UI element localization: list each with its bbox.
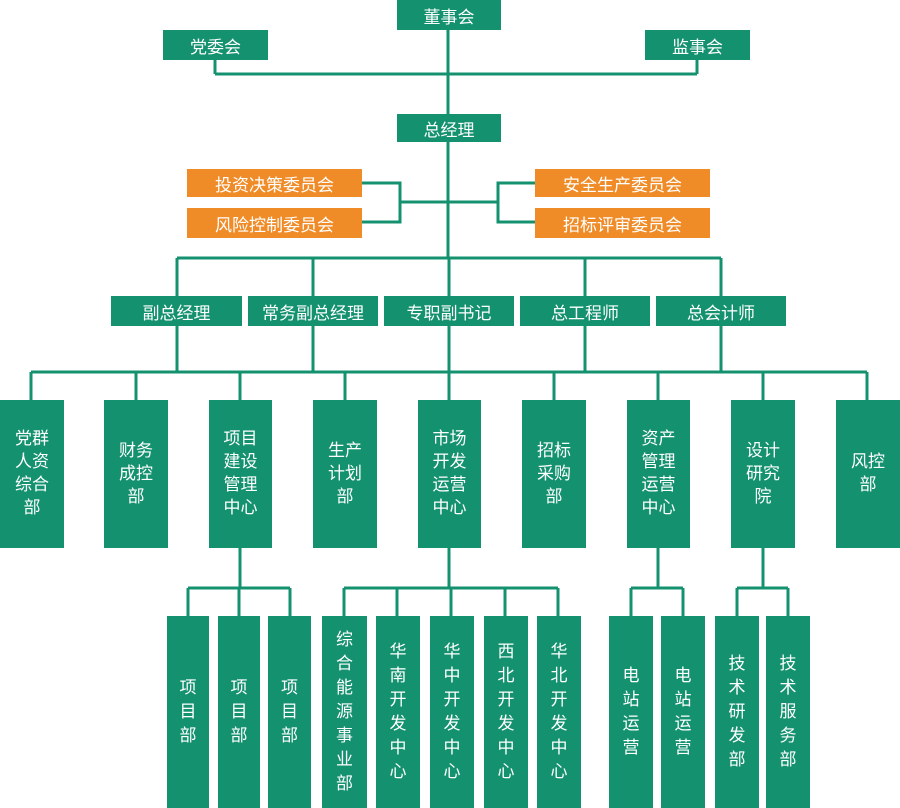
executive-deputy-gm-box: 常务副总经理 [248,296,378,326]
sub-project-dept-2: 项目部 [218,616,260,808]
deputy-secretary-box: 专职副书记 [384,296,514,326]
supervisory-board-box: 监事会 [645,30,750,60]
sub-project-dept-3: 项目部 [268,616,311,808]
dept-finance: 财务成控部 [104,400,168,548]
sub-power-station-ops-2: 电站运营 [661,616,705,808]
general-manager-box: 总经理 [397,114,501,142]
dept-procurement: 招标采购部 [522,400,586,548]
deputy-gm-box: 副总经理 [111,296,242,326]
dept-asset-management: 资产管理运营中心 [627,400,690,548]
dept-project-construction: 项目建设管理中心 [209,400,272,548]
investment-committee-box: 投资决策委员会 [187,169,362,197]
sub-integrated-energy: 综合能源事业部 [322,616,367,808]
sub-south-china-center: 华南开发中心 [376,616,420,808]
dept-risk-control: 风控部 [836,400,900,548]
chief-accountant-box: 总会计师 [656,296,786,326]
sub-tech-rnd: 技术研发部 [715,616,759,808]
bidding-committee-box: 招标评审委员会 [535,208,710,238]
sub-power-station-ops-1: 电站运营 [609,616,653,808]
board-box: 董事会 [397,0,501,30]
chief-engineer-box: 总工程师 [520,296,650,326]
sub-northwest-center: 西北开发中心 [484,616,528,808]
sub-tech-service: 技术服务部 [766,616,810,808]
dept-party-hr: 党群人资综合部 [0,400,64,548]
risk-committee-box: 风险控制委员会 [187,208,362,238]
sub-project-dept-1: 项目部 [167,616,209,808]
sub-north-china-center: 华北开发中心 [537,616,581,808]
party-committee-box: 党委会 [163,30,268,60]
dept-market-development: 市场开发运营中心 [418,400,481,548]
dept-production-planning: 生产计划部 [313,400,377,548]
dept-design-institute: 设计研究院 [731,400,795,548]
sub-central-china-center: 华中开发中心 [430,616,474,808]
safety-committee-box: 安全生产委员会 [535,169,710,197]
